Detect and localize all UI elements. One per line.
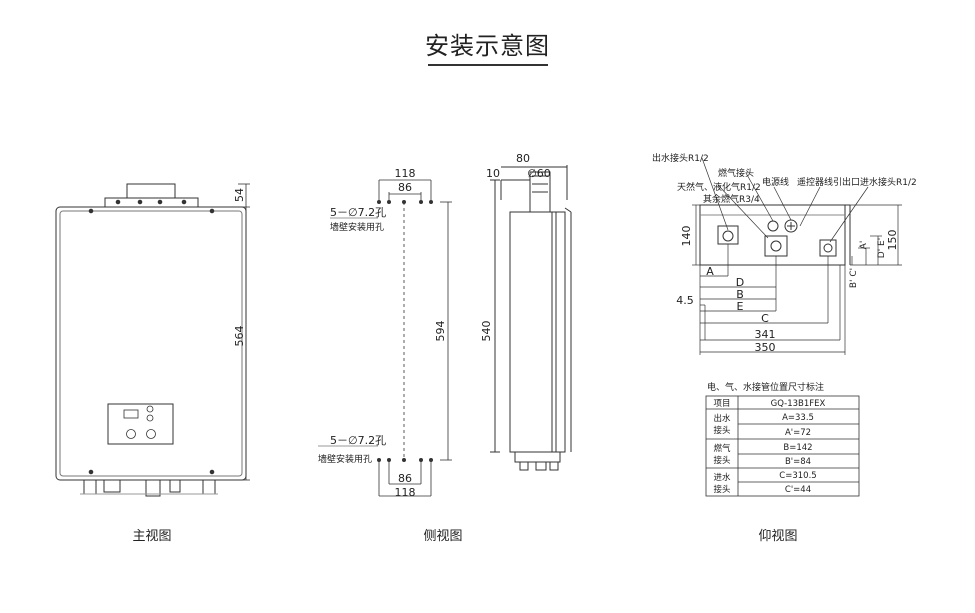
dim-341: 341 xyxy=(755,328,776,341)
side-body xyxy=(509,211,566,453)
table-group-outlet-2: 接头 xyxy=(713,425,731,436)
hole-template xyxy=(378,179,452,497)
label-power: 电源线 xyxy=(762,176,789,188)
table-header-model: GQ-13B1FEX xyxy=(771,399,826,409)
mounting-holes xyxy=(377,200,433,462)
main-panel xyxy=(59,210,243,477)
table-cell: A=33.5 xyxy=(782,413,814,423)
dim-350: 350 xyxy=(755,341,776,354)
dim-540: 540 xyxy=(480,321,493,342)
table-group-gas-2: 接头 xyxy=(713,455,731,466)
inlet-fitting xyxy=(819,239,837,257)
bottom-dim-lines xyxy=(692,157,902,355)
letter-c: C xyxy=(761,312,769,325)
dim-80: 80 xyxy=(516,152,530,165)
gas-fitting xyxy=(764,235,788,257)
label-gas-type: 天然气、液化气R1/2 xyxy=(677,181,761,193)
label-outlet: 出水接头R1/2 xyxy=(652,152,709,164)
label-remote: 遥控器线引出口 xyxy=(797,176,860,188)
hole-spec-top: 5－∅7.2孔 xyxy=(330,206,386,219)
control-panel xyxy=(107,403,174,445)
label-gas-other: 其余燃气R3/4 xyxy=(703,193,760,205)
hole-note-top: 墙壁安装用孔 xyxy=(330,221,384,233)
letter-b: B xyxy=(736,288,744,301)
table-caption: 电、气、水接管位置尺寸标注 xyxy=(707,381,824,393)
hole-note-bottom: 墙壁安装用孔 xyxy=(318,453,372,465)
bottom-outline xyxy=(699,204,846,266)
dim-10: 10 xyxy=(486,167,500,180)
table-cell: B'=84 xyxy=(785,457,811,467)
label-gas: 燃气接头 xyxy=(718,167,754,179)
dim-594: 594 xyxy=(434,321,447,342)
dim-86-bottom: 86 xyxy=(398,472,412,485)
table-group-gas-1: 燃气 xyxy=(713,443,731,454)
table-group-inlet-1: 进水 xyxy=(713,472,731,483)
side-profile xyxy=(490,165,572,471)
table-group-outlet-1: 出水 xyxy=(713,413,731,424)
dim-phi-60: ∅60 xyxy=(527,167,551,180)
caption-front-view: 主视图 xyxy=(132,529,172,544)
bottom-view xyxy=(699,204,851,266)
letter-a: A xyxy=(706,265,714,278)
table-header-item: 项目 xyxy=(713,399,730,409)
dim-150: 150 xyxy=(886,230,899,251)
title-underline xyxy=(428,64,548,66)
letter-d: D xyxy=(736,276,744,289)
caption-bottom-view: 仰视图 xyxy=(758,529,798,544)
letter-e: E xyxy=(737,300,744,313)
letter-d-e-prime: D' E' xyxy=(877,238,887,258)
spec-table xyxy=(705,395,860,497)
dim-86-top: 86 xyxy=(398,181,412,194)
table-cell: B=142 xyxy=(783,443,812,453)
label-inlet: 进水接头R1/2 xyxy=(860,176,917,188)
gas-fitting-top xyxy=(767,220,779,232)
flue-top xyxy=(126,183,176,199)
table-cell: A'=72 xyxy=(785,428,811,438)
hole-spec-bottom: 5－∅7.2孔 xyxy=(330,434,386,447)
front-view xyxy=(55,183,247,497)
letter-b-c-prime: B' C' xyxy=(849,268,859,288)
dim-4-5: 4.5 xyxy=(676,294,694,307)
page-title: 安装示意图 xyxy=(425,32,550,60)
dim-140: 140 xyxy=(680,226,693,247)
letter-a-prime: A' xyxy=(859,241,869,250)
table-cell: C=310.5 xyxy=(779,471,816,481)
dim-118-bottom: 118 xyxy=(395,486,416,499)
table-cell: C'=44 xyxy=(785,485,811,495)
caption-side-view: 侧视图 xyxy=(423,529,463,544)
main-body xyxy=(55,206,247,481)
table-group-inlet-2: 接头 xyxy=(713,484,731,495)
dim-front-height: 564 xyxy=(233,326,246,347)
dim-front-top: 54 xyxy=(233,188,246,202)
dim-118-top: 118 xyxy=(395,167,416,180)
front-dimensions xyxy=(238,183,250,481)
